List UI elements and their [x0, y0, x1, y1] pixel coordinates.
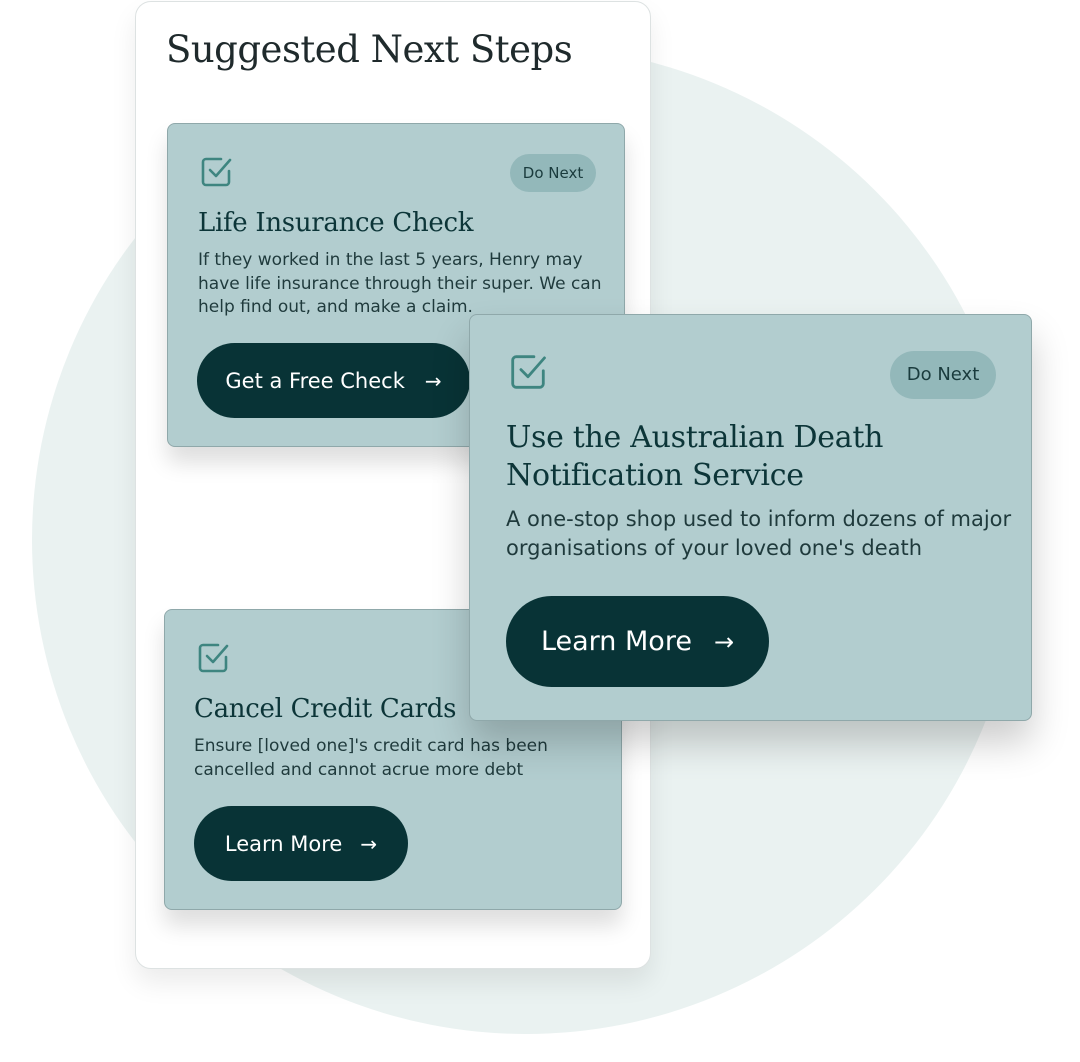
do-next-badge: Do Next: [890, 351, 996, 399]
card-description: If they worked in the last 5 years, Henr…: [198, 250, 602, 317]
button-label: Learn More: [224, 831, 343, 856]
arrow-right-icon: →: [360, 831, 378, 856]
learn-more-button[interactable]: Learn More →: [194, 806, 408, 881]
button-label: Learn More: [540, 626, 692, 657]
card-description: A one-stop shop used to inform dozens of…: [506, 507, 1012, 560]
button-label: Get a Free Check: [225, 368, 405, 393]
checkbox-checked-icon: [201, 157, 232, 187]
checkbox-checked-icon: [511, 355, 546, 389]
learn-more-button[interactable]: Learn More →: [506, 596, 769, 687]
card-description: Ensure [loved one]'s credit card has bee…: [194, 736, 548, 780]
page-title: Suggested Next Steps: [166, 28, 573, 71]
card-title: Use the Australian Death Notification Se…: [506, 420, 884, 493]
next-step-card-death-notification-service: Do Next Use the Australian Death Notific…: [469, 314, 1032, 721]
checkbox-checked-icon: [198, 643, 229, 673]
arrow-right-icon: →: [424, 368, 442, 393]
card-title: Cancel Credit Cards: [194, 694, 457, 724]
do-next-badge: Do Next: [510, 154, 596, 192]
arrow-right-icon: →: [713, 627, 735, 656]
card-title: Life Insurance Check: [198, 208, 474, 238]
get-free-check-button[interactable]: Get a Free Check →: [197, 343, 470, 418]
